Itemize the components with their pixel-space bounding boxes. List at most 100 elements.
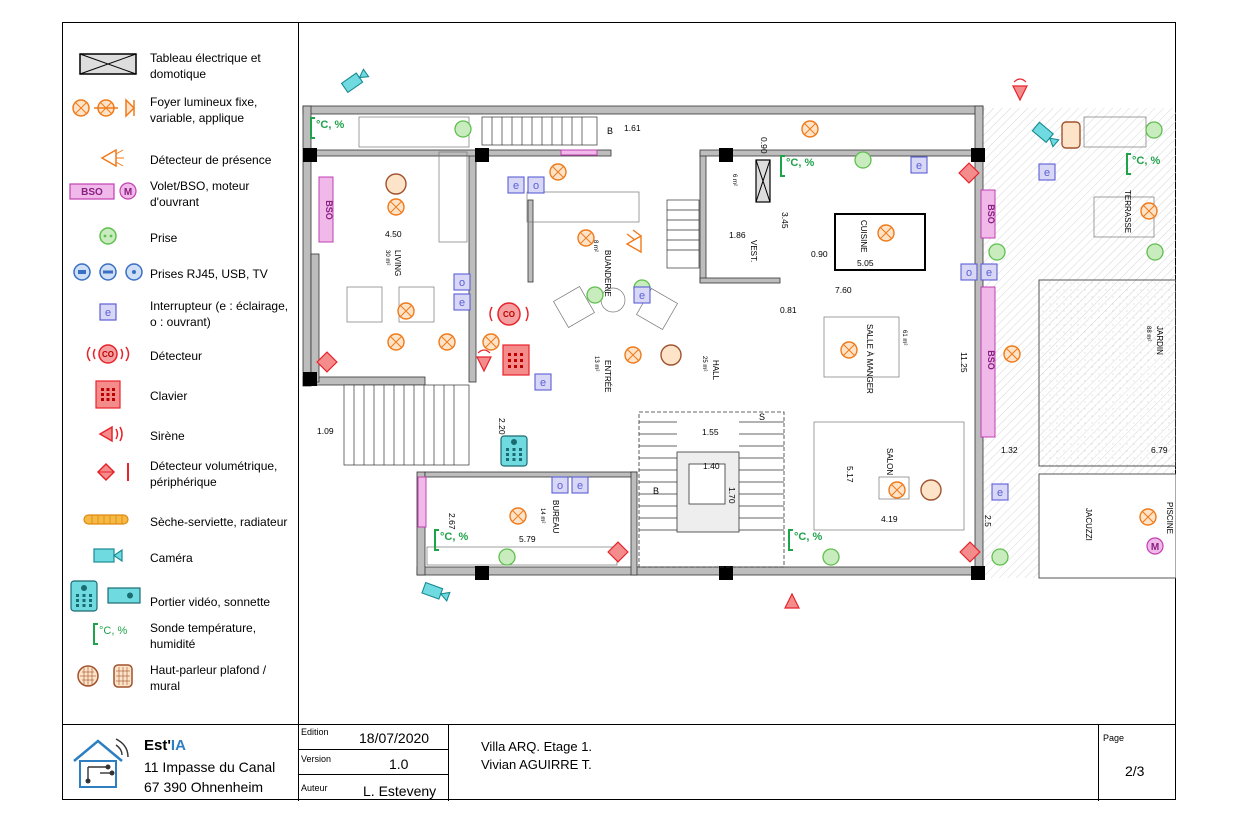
legend-text: Haut-parleur plafond / mural bbox=[150, 663, 267, 693]
camera-icons bbox=[340, 68, 1060, 602]
switch-e-label: e bbox=[916, 160, 922, 172]
legend-text: Détecteur bbox=[150, 349, 203, 363]
dim-label: 2.20 bbox=[497, 418, 507, 435]
title-block: Est'IA 11 Impasse du Canal 67 390 Ohnenh… bbox=[62, 724, 1176, 801]
legend-text: Sirène bbox=[150, 429, 185, 443]
company-address-1: 11 Impasse du Canal bbox=[144, 759, 276, 775]
dim-label: 0.90 bbox=[811, 249, 828, 259]
legend-text: Détecteur volumétrique, périphérique bbox=[150, 459, 278, 489]
siren-icons bbox=[476, 78, 1028, 609]
speaker-icons bbox=[385, 121, 1081, 501]
switch-o-label: o bbox=[459, 277, 465, 289]
outlet-icon bbox=[68, 222, 146, 252]
dim-label: 4.50 bbox=[385, 229, 402, 239]
dim-label: 2.5 bbox=[983, 515, 993, 527]
dim-label: 5.17 bbox=[845, 466, 855, 483]
page-label: Page bbox=[1103, 733, 1125, 743]
room-area: 13 m² bbox=[593, 356, 599, 371]
bso-shutters: BSO BSO BSO bbox=[318, 149, 996, 528]
switch-badge: e bbox=[105, 307, 111, 319]
room-label: VEST. bbox=[749, 240, 758, 262]
dim-label: 1.40 bbox=[703, 461, 720, 471]
towel-radiator-icon bbox=[68, 506, 146, 536]
switch-icon: e bbox=[68, 298, 146, 328]
sensor-label: °C, % bbox=[794, 531, 822, 543]
version-label: Version bbox=[301, 754, 332, 764]
dim-label: 6.79 bbox=[1151, 445, 1168, 455]
data-outlet-icon bbox=[68, 258, 146, 288]
legend-text: Sèche-serviette, radiateur bbox=[150, 515, 288, 529]
legend-text: Détecteur de présence bbox=[150, 153, 272, 167]
electrical-panel-icon bbox=[755, 159, 771, 203]
legend-text: Tableau électrique et domotique bbox=[150, 51, 261, 81]
dim-label: 1.86 bbox=[729, 230, 746, 240]
pool-area bbox=[1038, 473, 1177, 579]
outlet-icons bbox=[454, 120, 1164, 566]
siren-icon bbox=[68, 420, 146, 450]
legend-text: Portier vidéo, sonnette bbox=[150, 595, 271, 609]
switch-e-label: e bbox=[459, 297, 465, 309]
edition-value: 18/07/2020 bbox=[359, 730, 430, 746]
stair-marker: B bbox=[607, 126, 613, 136]
switch-e-label: e bbox=[997, 487, 1003, 499]
room-label: CUISINE bbox=[859, 220, 868, 252]
edition-cell: Edition 18/07/2020 bbox=[299, 725, 449, 750]
dim-label: 0.90 bbox=[759, 137, 769, 154]
sensor-label: °C, % bbox=[1132, 155, 1160, 167]
video-door-icon bbox=[500, 435, 528, 467]
switch-e-label: e bbox=[513, 180, 519, 192]
dim-label: 2.67 bbox=[447, 513, 457, 530]
author-value: L. Esteveny bbox=[363, 783, 437, 799]
room-label: BUREAU bbox=[551, 500, 560, 534]
room-label: PISCINE bbox=[1165, 502, 1174, 534]
room-area: 25 m² bbox=[701, 356, 707, 371]
sensor-badge: °C, % bbox=[99, 625, 127, 637]
project-owner: Vivian AGUIRRE T. bbox=[481, 757, 592, 772]
legend-text: Prise bbox=[150, 231, 178, 245]
co-label: CO bbox=[503, 310, 515, 319]
room-area: 61 m² bbox=[901, 330, 907, 345]
legend-text: Volet/BSO, moteur d'ouvrant bbox=[150, 179, 250, 209]
room-label: SALLE À MANGER bbox=[865, 324, 874, 394]
central-stairs bbox=[638, 411, 785, 568]
room-area: 6 m² bbox=[731, 174, 737, 186]
motor-badge: M bbox=[124, 187, 132, 198]
floor-plan: 4.50 1.61 0.90 3.45 1.86 0.90 5.05 7.60 … bbox=[299, 22, 1177, 724]
dim-label: 1.32 bbox=[1001, 445, 1018, 455]
temp-sensor-icons: °C, % °C, % °C, % °C, % °C, % bbox=[310, 117, 1160, 551]
bso-label: BSO bbox=[324, 200, 334, 220]
stair-marker: S bbox=[759, 412, 765, 422]
legend-text: Sonde température, humidité bbox=[150, 621, 257, 651]
keypad-icon bbox=[68, 380, 146, 410]
presence-detector-icon bbox=[625, 229, 642, 254]
dim-label: 5.79 bbox=[519, 534, 536, 544]
room-labels: LIVING 30 m² BUANDERIE 8 m² CUISINE VEST… bbox=[384, 174, 1174, 541]
legend-text: Caméra bbox=[150, 551, 193, 565]
legend-panel: Tableau électrique et domotique Foyer lu… bbox=[62, 22, 299, 724]
camera-icon bbox=[68, 542, 146, 572]
video-door-icon bbox=[68, 580, 146, 616]
bso-badge: BSO bbox=[81, 187, 103, 198]
pool-motor-icon: M bbox=[1146, 537, 1164, 555]
dim-label: 1.70 bbox=[727, 487, 737, 504]
dimension-labels: 4.50 1.61 0.90 3.45 1.86 0.90 5.05 7.60 … bbox=[317, 123, 1168, 544]
dim-label: 5.05 bbox=[857, 258, 874, 268]
legend-text: Prises RJ45, USB, TV bbox=[150, 267, 268, 281]
author-cell: Auteur L. Esteveny bbox=[299, 775, 449, 801]
furniture bbox=[346, 116, 1155, 566]
electrical-panel-icon bbox=[68, 50, 146, 80]
switch-e-label: e bbox=[986, 267, 992, 279]
volumetric-detector-icons bbox=[316, 162, 981, 563]
edition-label: Edition bbox=[301, 727, 329, 737]
bso-label: BSO bbox=[986, 204, 996, 224]
project-cell: Villa ARQ. Etage 1. Vivian AGUIRRE T. bbox=[449, 725, 1099, 801]
motor-label: M bbox=[1151, 542, 1159, 553]
light-fixture-cross bbox=[389, 122, 1156, 524]
sensor-label: °C, % bbox=[440, 531, 468, 543]
company-name-b: IA bbox=[170, 737, 186, 754]
main-stairs bbox=[343, 116, 700, 466]
switch-e-label: e bbox=[577, 480, 583, 492]
author-label: Auteur bbox=[301, 783, 328, 793]
dim-label: 1.61 bbox=[624, 123, 641, 133]
sensor-label: °C, % bbox=[786, 157, 814, 169]
